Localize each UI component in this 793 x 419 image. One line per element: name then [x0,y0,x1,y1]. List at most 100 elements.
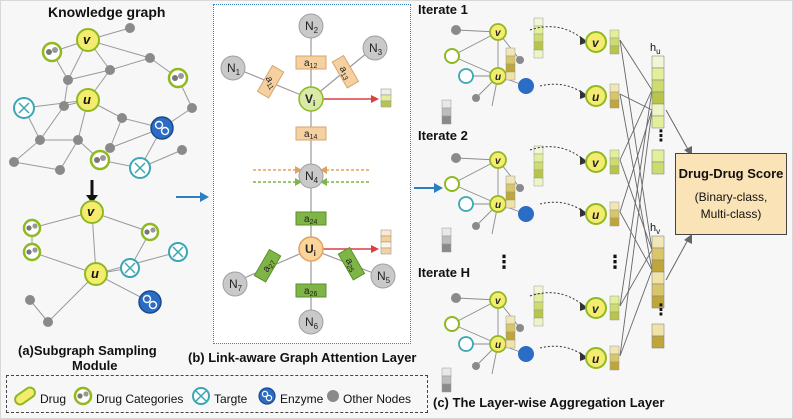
agg-u-label: u [592,208,600,222]
agg-vector-cell [609,209,620,219]
other-node [59,101,69,111]
dotted-arrow [529,292,585,307]
concat-line [619,93,653,271]
other-node [472,362,480,370]
svg-text:N3: N3 [369,41,383,57]
agg-vector-cell [609,361,620,371]
mini-vector-cell [505,339,516,349]
mini-u-label: u [495,340,501,351]
kg-nodes [9,23,197,179]
agg-node-u [585,203,607,225]
other-node [516,324,524,332]
agg-vector-cell [609,311,620,321]
mini-node-v [489,151,507,169]
other-node [55,165,65,175]
agg-v-label: v [592,302,600,316]
other-nodes-icon [327,390,339,402]
agg-vector-cell [609,29,620,39]
panel-b-diagram: N2 N1 N3 Vi N4 Ui N7 N5 N6 a12 a14 a24 a… [220,13,396,335]
mini-vector-cell [533,177,544,187]
score-title: Drug-Drug Score [678,166,784,181]
drug-node-u [84,262,108,286]
hu-vector-cell [651,161,665,175]
mini-vector-cell [533,301,544,311]
mini-vector-cell [505,191,516,201]
mini-vector-cell [505,63,516,73]
hv-vector-cell [651,335,665,349]
other-node [516,56,524,64]
other-node [125,23,135,33]
drug-category-icon [444,48,460,64]
mini-vector-cell [441,99,452,109]
agg-vector-cell [609,37,620,47]
mini-v-label: v [495,156,502,167]
hu-vector-cell [651,149,665,163]
hu-vector-cell [651,91,665,105]
mini-vector-cell [533,145,544,155]
mini-vector-cell [533,161,544,171]
other-node [73,135,83,145]
agg-vector-cell [609,91,620,101]
other-node [117,113,127,123]
agg-vector-cell [609,217,620,227]
legend-icons [14,386,339,406]
legend-drug-categories-label: Drug Categories [96,392,184,406]
concat-line [619,93,653,111]
mini-v-label: v [495,296,502,307]
target-icon [458,336,474,352]
mini-vector-cell [533,25,544,35]
dotted-arrow [539,83,585,95]
dotted-arrow [539,345,585,357]
kg-node-v-label: v [83,32,91,47]
agg-vector-cell [609,99,620,109]
mini-u-label: u [495,72,501,83]
other-node [451,153,461,163]
ellipsis-mid-right: ⋮ [606,252,624,272]
mini-vector-cell [533,49,544,59]
mini-vector-cell [505,315,516,325]
target-icon [192,387,210,405]
agg-vector-cell [609,157,620,167]
mini-vector-cell [533,293,544,303]
svg-text:a25: a25 [342,256,359,274]
kg-node-u-label: u [83,92,91,107]
mini-vector-cell [533,41,544,51]
panel-a-caption-1: (a)Subgraph Sampling [18,343,157,358]
dotted-arrow [529,26,585,41]
panel-a-caption-2: Module [72,358,118,373]
mini-vector-cell [441,107,452,117]
svg-text:a14: a14 [304,129,317,141]
agg-vector-cell [609,353,620,363]
concat-line [619,89,653,307]
hv-label: hv [650,222,661,237]
hu-label: hu [650,42,661,57]
concat-line [619,269,653,357]
enzyme-icon [258,387,276,405]
drug-node-u [76,88,100,112]
other-node [9,157,19,167]
mini-vector-cell [441,383,452,393]
mini-vector-cell [533,317,544,327]
legend-drug-label: Drug [40,392,67,406]
hu-vector-cell [651,79,665,93]
agg-vector-cell [609,295,620,305]
hu-vector-cell [651,103,665,117]
mini-vector-cell [533,33,544,43]
dotted-arrow [529,146,585,161]
svg-text:a24: a24 [304,214,317,226]
agg-vector-cell [609,83,620,93]
legend-target-label: Targte [214,392,248,406]
target-icon [458,68,474,84]
drug-category-icon [444,316,460,332]
other-node [451,293,461,303]
agg-vector-cell [609,345,620,355]
drug-node-v [80,200,104,224]
concat-line [619,39,653,91]
to-score-line [665,109,691,154]
enzyme-icon [518,78,534,94]
svg-text:N4: N4 [305,169,319,185]
mini-vector-cell [505,199,516,209]
agg-vector-cell [609,165,620,175]
hv-vector-cell [651,295,665,309]
